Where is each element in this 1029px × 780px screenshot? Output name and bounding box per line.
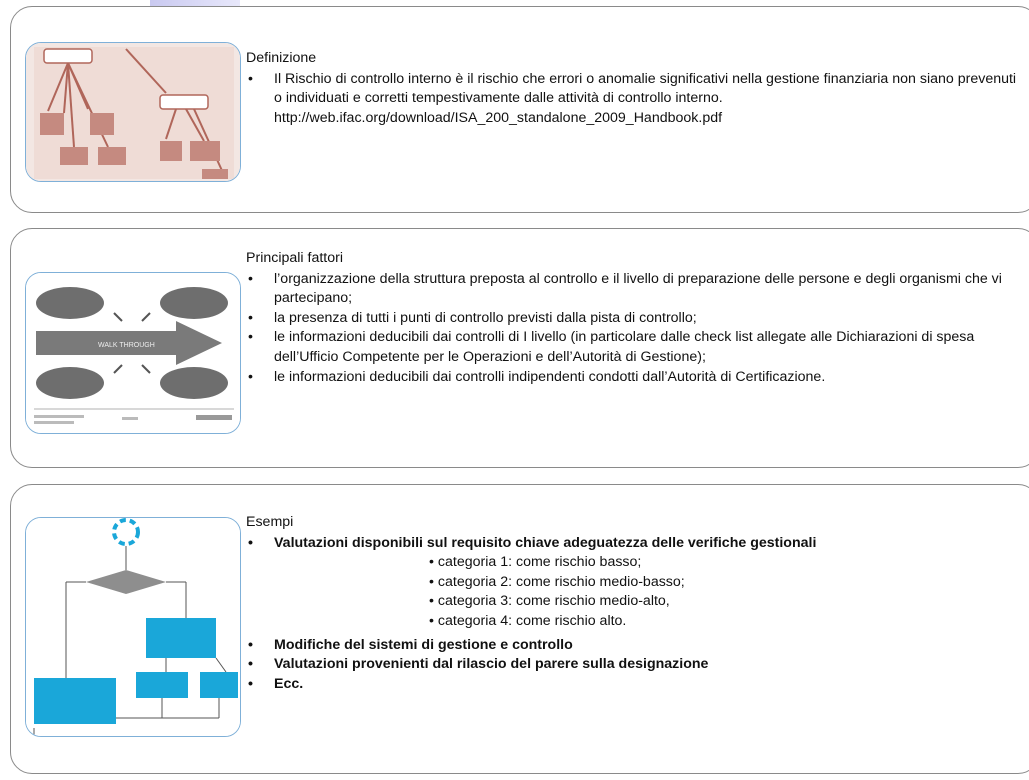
source-url: http://web.ifac.org/download/ISA_200_sta… — [274, 109, 723, 126]
definition-bullets: Il Rischio di controllo interno è il ris… — [246, 70, 1023, 109]
examples-text: Esempi Valutazioni disponibili sul requi… — [246, 513, 1023, 694]
example-bullet: Valutazioni provenienti dal rilascio del… — [246, 655, 1023, 675]
examples-panel: Esempi Valutazioni disponibili sul requi… — [10, 484, 1029, 774]
examples-bullets-extra: Modifiche del sistemi di gestione e cont… — [246, 636, 1023, 695]
category-item: • categoria 1: come rischio basso; — [429, 554, 642, 571]
factor-bullet: la presenza di tutti i punti di controll… — [246, 309, 1023, 329]
examples-heading: Esempi — [246, 514, 294, 530]
definition-bullet: Il Rischio di controllo interno è il ris… — [246, 70, 1023, 109]
category-item: • categoria 4: come rischio alto. — [429, 612, 627, 629]
factors-bullets: l’organizzazione della struttura prepost… — [246, 270, 1023, 388]
factors-heading: Principali fattori — [246, 250, 343, 266]
risk-sketch-image — [26, 43, 240, 181]
factors-panel: WALK THROUGH Principali fattori l’organi… — [10, 228, 1029, 468]
example-bullet-main: Valutazioni disponibili sul requisito ch… — [246, 534, 1023, 554]
walkthrough-diagram-image: WALK THROUGH — [26, 273, 240, 433]
factors-thumbnail: WALK THROUGH — [25, 272, 241, 434]
factor-bullet: le informazioni deducibili dai controlli… — [246, 368, 1023, 388]
category-item: • categoria 2: come rischio medio-basso; — [429, 573, 685, 590]
flowchart-image — [26, 518, 240, 736]
top-accent-bar — [150, 0, 240, 6]
factors-text: Principali fattori l’organizzazione dell… — [246, 249, 1023, 387]
examples-bullets: Valutazioni disponibili sul requisito ch… — [246, 534, 1023, 554]
example-bullet: Modifiche del sistemi di gestione e cont… — [246, 636, 1023, 656]
factor-bullet: le informazioni deducibili dai controlli… — [246, 328, 1023, 367]
example-bullet: Ecc. — [246, 675, 1023, 695]
definition-heading: Definizione — [246, 50, 317, 66]
walkthrough-label: WALK THROUGH — [98, 342, 155, 349]
category-item: • categoria 3: come rischio medio-alto, — [429, 593, 670, 610]
definition-panel: Definizione Il Rischio di controllo inte… — [10, 6, 1029, 213]
definition-thumbnail — [25, 42, 241, 182]
definition-text: Definizione Il Rischio di controllo inte… — [246, 49, 1023, 128]
factor-bullet: l’organizzazione della struttura prepost… — [246, 270, 1023, 309]
examples-thumbnail — [25, 517, 241, 737]
